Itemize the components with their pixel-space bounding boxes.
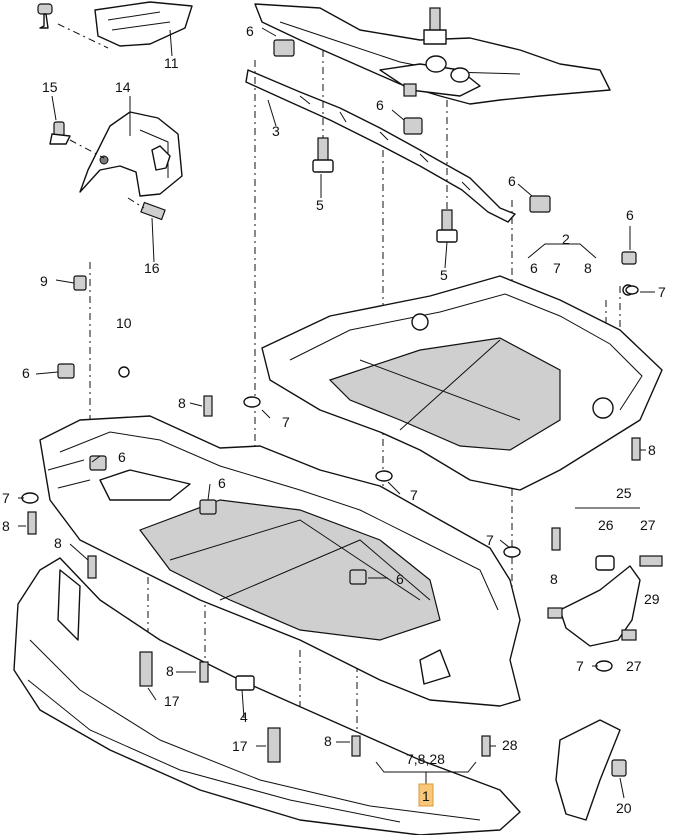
callout-26: 26 [598,517,614,533]
callout-6: 6 [376,97,384,113]
callout-8: 8 [54,535,62,551]
callout-4: 4 [240,709,248,725]
callout-28: 28 [502,737,518,753]
fender-bracket-part-20 [555,719,627,821]
callout-17: 17 [164,693,180,709]
callout-27: 27 [626,658,642,674]
upper-underbody-panel-part-2 [261,251,663,491]
callout-29: 29 [644,591,660,607]
callout-7: 7 [410,487,418,503]
highlight-box [418,783,434,807]
fasteners [21,275,663,763]
side-bracket-part-27 [547,565,641,647]
callout-6: 6 [22,365,30,381]
callout-8: 8 [324,733,332,749]
callout-8: 8 [2,518,10,534]
callout-6: 6 [626,207,634,223]
callout-10: 10 [116,315,132,331]
callout-7: 7 [658,284,666,300]
callout-7-8-28: 7,8,28 [406,751,445,767]
callout-6: 6 [118,449,126,465]
callout-brace-2 [527,243,597,259]
shield-bracket-part-14 [49,111,183,221]
callout-labels: 11 6 15 14 3 6 5 6 16 2 6 6 7 8 5 9 7 10… [2,23,666,816]
callout-9: 9 [40,273,48,289]
clip-part-11 [37,1,193,57]
lower-engine-shield [39,363,521,707]
callout-2: 2 [562,231,570,247]
callout-6: 6 [396,571,404,587]
callout-25: 25 [616,485,632,501]
bolt-part-5 [312,137,458,243]
callout-8: 8 [648,442,656,458]
callout-8: 8 [178,395,186,411]
callout-8: 8 [550,571,558,587]
callout-6: 6 [530,260,538,276]
callout-15: 15 [42,79,58,95]
callout-11: 11 [164,55,179,71]
callout-7: 7 [576,658,584,674]
callout-8: 8 [584,260,592,276]
callout-6: 6 [508,173,516,189]
callout-7: 7 [486,532,494,548]
callout-20: 20 [616,800,632,816]
callout-5: 5 [316,197,324,213]
callout-14: 14 [115,79,131,95]
callout-1: 1 [422,788,430,804]
front-crossmember [254,3,611,105]
callout-16: 16 [144,260,160,276]
leader-lines [18,27,655,799]
callout-8: 8 [166,663,174,679]
callout-5: 5 [440,267,448,283]
callout-6: 6 [246,23,254,39]
callout-7: 7 [2,490,10,506]
callout-3: 3 [272,123,280,139]
bracket-strip-part-3 [245,39,551,223]
callout-6: 6 [218,475,226,491]
bumper-cover-part-1 [13,557,521,835]
callout-7: 7 [553,260,561,276]
callout-27: 27 [640,517,656,533]
callout-17: 17 [232,738,248,754]
callout-7: 7 [282,414,290,430]
